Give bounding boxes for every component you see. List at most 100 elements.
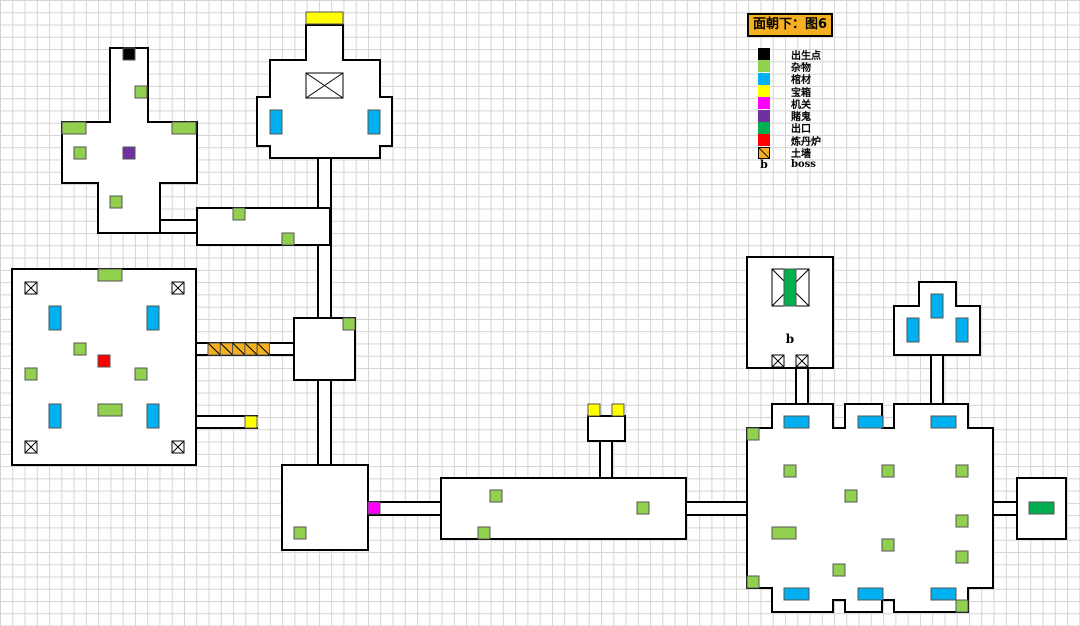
room-treasure xyxy=(587,415,626,442)
legend-item: 出生点 xyxy=(758,48,821,62)
debris-icon xyxy=(771,526,797,540)
treasure-chest-icon xyxy=(758,85,770,98)
corridor xyxy=(318,379,331,466)
debris-icon xyxy=(477,526,491,540)
treasure-chest-icon xyxy=(587,403,601,417)
corridor xyxy=(796,367,808,405)
coffin-icon xyxy=(955,317,969,343)
legend-item: 宝箱 xyxy=(758,85,821,99)
debris-icon xyxy=(955,464,969,478)
debris-icon xyxy=(832,563,846,577)
coffin-icon xyxy=(367,109,381,135)
debris-icon xyxy=(281,232,295,246)
mechanism-icon xyxy=(367,501,381,515)
treasure-chest-icon xyxy=(305,11,344,25)
legend: 出生点杂物棺材宝箱机关賭鬼出口炼丹炉土墙 b boss xyxy=(758,48,821,171)
spawn-point-icon xyxy=(758,48,770,61)
debris-icon xyxy=(844,489,858,503)
boss-symbol: b xyxy=(760,158,768,172)
legend-label: 杂物 xyxy=(791,62,811,74)
legend-label: 賭鬼 xyxy=(791,112,811,124)
legend-label: 机关 xyxy=(791,99,811,111)
legend-label: 出口 xyxy=(791,124,811,136)
debris-icon xyxy=(783,464,797,478)
crate-cross xyxy=(171,281,185,295)
debris-icon xyxy=(746,575,760,589)
coffin-icon xyxy=(857,415,884,429)
crate-cross xyxy=(795,354,809,368)
debris-icon xyxy=(746,427,760,441)
earth-wall-icon xyxy=(758,146,770,159)
coffin-icon xyxy=(48,305,62,331)
debris-icon xyxy=(955,550,969,564)
coffin-icon xyxy=(930,587,957,601)
mechanism-icon xyxy=(758,97,770,110)
corridor xyxy=(160,220,198,233)
boss-marker: b xyxy=(786,332,794,346)
corridor xyxy=(195,416,258,428)
debris-icon xyxy=(293,526,307,540)
legend-item: 賭鬼 xyxy=(758,109,821,124)
corridor xyxy=(931,354,943,405)
coffin-icon xyxy=(857,587,884,601)
corridor xyxy=(600,440,612,479)
corridor xyxy=(992,502,1018,515)
debris-icon xyxy=(73,342,87,356)
legend-item: 机关 xyxy=(758,97,821,111)
debris-icon xyxy=(758,60,770,73)
debris-icon xyxy=(134,367,148,381)
debris-icon xyxy=(97,403,123,417)
legend-label: 出生点 xyxy=(791,50,821,62)
debris-icon xyxy=(636,501,650,515)
coffin-icon xyxy=(783,587,810,601)
legend-label: 土墙 xyxy=(791,149,811,161)
debris-icon xyxy=(955,514,969,528)
debris-icon xyxy=(489,489,503,503)
coffin-icon xyxy=(146,305,160,331)
gambler-ghost-icon xyxy=(758,109,770,122)
treasure-chest-icon xyxy=(611,403,625,417)
room-great-hall xyxy=(746,403,994,613)
legend-label: 炼丹炉 xyxy=(791,136,821,148)
room-corridor-hall xyxy=(196,207,331,246)
alchemy-furnace-icon xyxy=(758,134,770,147)
spawn-point-icon xyxy=(122,47,136,61)
legend-label: 棺材 xyxy=(791,75,811,87)
legend-item: 棺材 xyxy=(758,72,821,87)
earth-wall-hatch xyxy=(244,342,258,356)
legend-item: 土墙 xyxy=(758,146,821,161)
crate-cross xyxy=(305,72,344,99)
debris-icon xyxy=(881,464,895,478)
debris-icon xyxy=(109,195,123,209)
map-title: 面朝下：图6 xyxy=(747,13,833,37)
crate-cross xyxy=(171,440,185,454)
earth-wall-hatch xyxy=(219,342,233,356)
legend-item: 出口 xyxy=(758,121,821,136)
legend-item-boss: b boss xyxy=(758,158,821,172)
coffin-icon xyxy=(906,317,920,343)
debris-icon xyxy=(134,85,148,99)
coffin-icon xyxy=(758,72,770,85)
debris-icon xyxy=(73,146,87,160)
debris-icon xyxy=(232,207,246,221)
exit-icon xyxy=(783,268,797,307)
crate-cross xyxy=(24,281,38,295)
legend-label: 宝箱 xyxy=(791,87,811,99)
room-spawn xyxy=(61,47,198,234)
debris-icon xyxy=(342,317,356,331)
debris-icon xyxy=(61,121,87,135)
legend-item: 炼丹炉 xyxy=(758,134,821,148)
debris-icon xyxy=(955,599,969,613)
earth-wall-hatch xyxy=(207,342,221,356)
legend-label: boss xyxy=(791,159,816,171)
legend-item: 杂物 xyxy=(758,60,821,74)
exit-icon xyxy=(1028,501,1055,515)
debris-icon xyxy=(97,268,123,282)
room-exit xyxy=(1016,477,1067,540)
crate-cross xyxy=(24,440,38,454)
crate-cross xyxy=(771,354,785,368)
coffin-icon xyxy=(48,403,62,429)
coffin-icon xyxy=(269,109,283,135)
debris-icon xyxy=(881,538,895,552)
